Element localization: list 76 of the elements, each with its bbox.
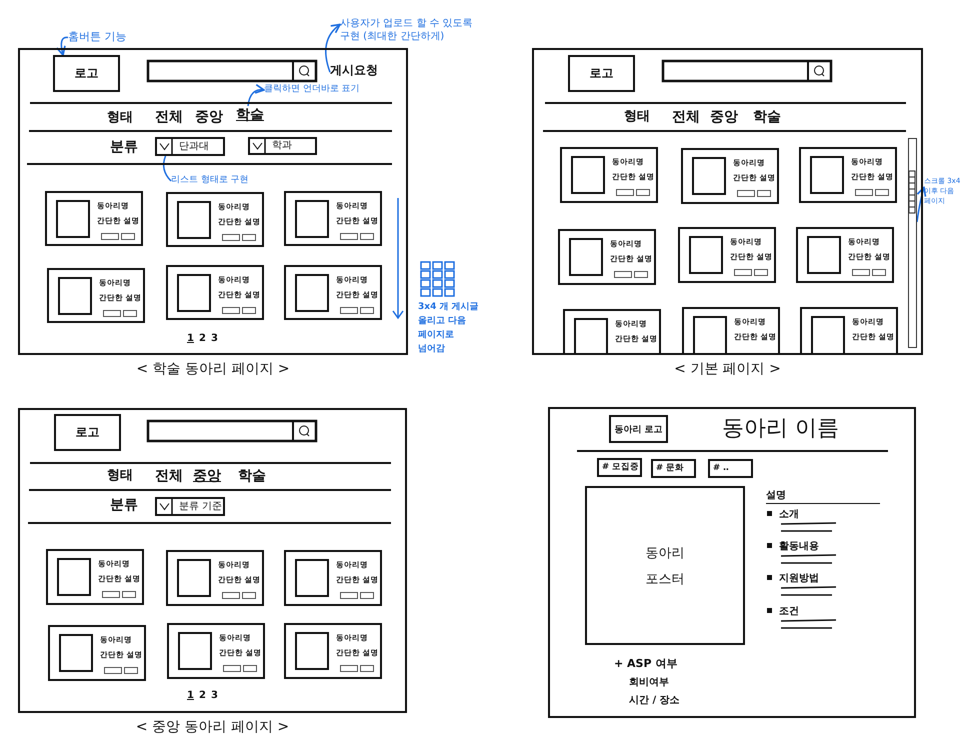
club-card (284, 550, 382, 606)
section-heading: 설명 (766, 489, 786, 502)
placeholder-box: 로고 (53, 55, 120, 92)
tab-label: 형태 (107, 109, 133, 126)
annotation-text: 리스트 형태로 구현 (171, 174, 251, 188)
leader-line (325, 24, 341, 72)
leader-line (916, 186, 926, 222)
club-card (560, 147, 658, 203)
dropdown-select: 단과대 (155, 137, 225, 156)
info-text: 회비여부 (629, 676, 669, 689)
post-request-text: 게시요청 (330, 62, 384, 79)
club-card (678, 227, 776, 283)
tab-label: 학술 (753, 108, 781, 126)
club-card (166, 192, 264, 247)
club-title: 동아리 이름 (722, 415, 839, 443)
club-card (166, 265, 264, 320)
info-text: 시간 / 장소 (629, 694, 680, 707)
tab-label: 학술 (238, 467, 266, 485)
hashtag-chip: # 문화 (651, 459, 696, 478)
page-caption: < 기본 페이지 > (673, 360, 782, 378)
page-number: 1 (187, 690, 194, 701)
dropdown-select: 분류 기준 (155, 497, 225, 516)
filter-label: 분류 (110, 496, 138, 514)
leader-line (56, 36, 68, 56)
annotation-text: 클릭하면 언더바로 표기 (264, 83, 399, 97)
club-card (46, 549, 144, 605)
list-item: 활동내용 (779, 540, 819, 553)
tab-label: 형태 (624, 108, 650, 125)
club-card (796, 227, 894, 283)
filter-label: 분류 (110, 138, 138, 156)
tab-label: 전체 (155, 108, 183, 126)
placeholder-box: 로고 (568, 55, 635, 92)
page-number: 2 (199, 333, 206, 344)
hashtag-chip: # 모집중 (597, 458, 642, 477)
page-number: 3 (211, 690, 218, 701)
club-card (47, 268, 145, 323)
list-item: 소개 (779, 508, 799, 521)
club-card (284, 265, 382, 320)
placeholder-box: 동아리 로고 (609, 415, 668, 443)
page-caption: < 학술 동아리 페이지 > (135, 360, 291, 378)
club-card (799, 147, 897, 203)
tab-label: 전체 (155, 467, 183, 485)
club-card (48, 625, 146, 681)
scrollbar (908, 138, 917, 348)
annotation-text: 3x4 개 게시글 올리고 다음 페이지로 넘어감 (418, 301, 480, 356)
page-caption: < 중앙 동아리 페이지 > (134, 718, 290, 736)
page-number: 3 (211, 333, 218, 344)
club-card (800, 307, 898, 353)
leader-line (247, 84, 265, 106)
club-card (681, 148, 779, 204)
annotation-text: 홈버튼 기능 (68, 30, 134, 45)
list-item: 조건 (779, 605, 799, 618)
club-card (166, 550, 264, 606)
club-card (45, 191, 143, 246)
club-card (558, 229, 656, 285)
tab-label: 전체 (672, 108, 700, 126)
dropdown-select: 학과 (248, 137, 317, 155)
club-card (682, 307, 780, 353)
leader-line (162, 156, 172, 182)
placeholder-box: 로고 (54, 414, 121, 451)
info-text: + ASP 여부 (614, 656, 678, 671)
hashtag-chip: # ‥ (708, 459, 753, 478)
page-number: 1 (187, 333, 194, 344)
tab-label: 형태 (107, 467, 133, 484)
tab-label: 중앙 (710, 108, 738, 126)
poster-text: 동아리 포스터 (644, 545, 686, 589)
page-number: 2 (199, 690, 206, 701)
tab-label: 중앙 (193, 467, 221, 485)
list-item: 지원방법 (779, 572, 819, 585)
club-card (284, 191, 382, 246)
club-card (563, 309, 661, 353)
tab-label: 중앙 (195, 108, 223, 126)
annotation-text: 사용자가 업로드 할 수 있도록 구현 (최대한 간단하게) (340, 17, 475, 47)
poster-area (585, 486, 745, 645)
club-card (284, 623, 382, 679)
club-card (167, 623, 265, 679)
